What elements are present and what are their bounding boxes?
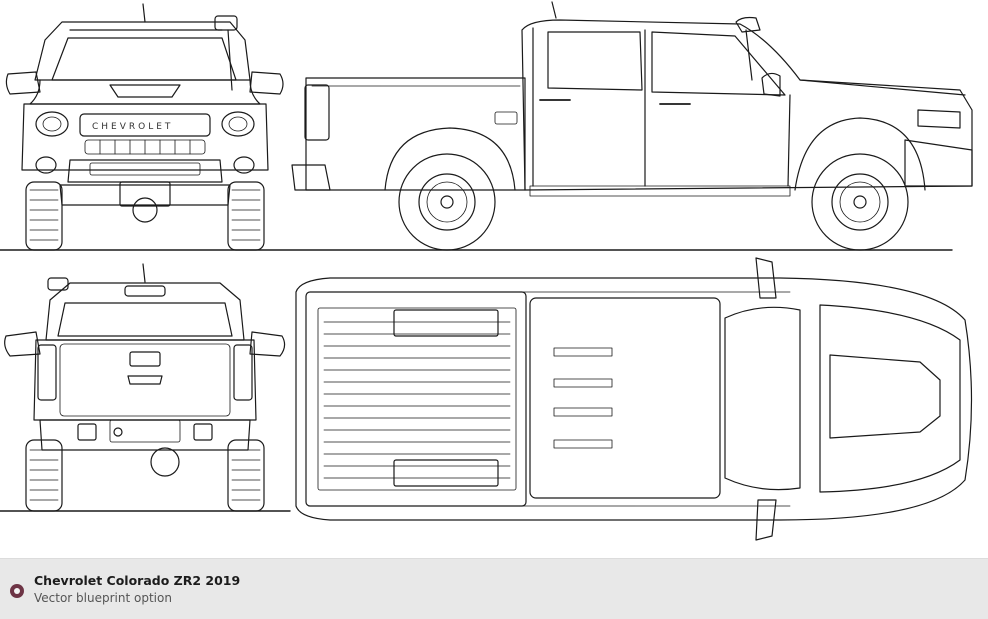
side-view [291, 1, 973, 251]
blueprint-subtitle: Vector blueprint option [34, 591, 172, 605]
rear-view [4, 263, 286, 512]
front-view: CHEVROLET [5, 3, 284, 251]
blueprint-title: Chevrolet Colorado ZR2 2019 [34, 573, 241, 588]
svg-text:CHEVROLET: CHEVROLET [92, 122, 173, 132]
caption-bar: Chevrolet Colorado ZR2 2019 Vector bluep… [0, 558, 988, 619]
blueprint-canvas: CHEVROLET [0, 1, 973, 541]
top-view [295, 257, 973, 541]
radio-dot-icon[interactable] [10, 584, 24, 598]
